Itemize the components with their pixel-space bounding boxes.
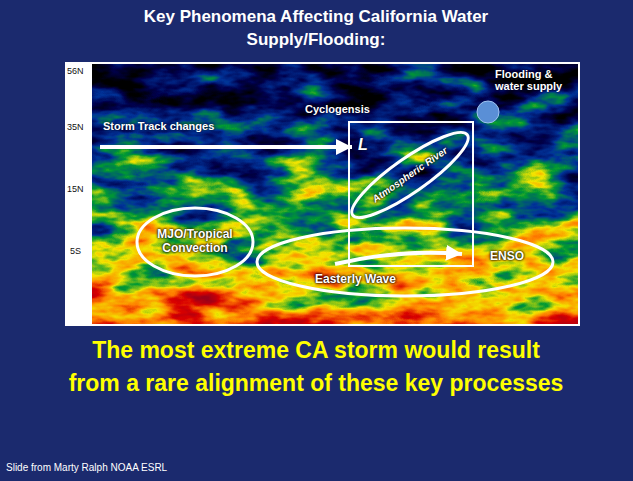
impact-label: Flooding & water supply <box>495 68 577 92</box>
ellipse-outline <box>343 121 477 229</box>
slide-title: Key Phenomena Affecting California Water… <box>141 6 491 52</box>
storm-track-arrow <box>100 145 352 149</box>
ellipse-outline <box>257 228 553 296</box>
tropical-band-ellipse: Easterly Wave ENSO <box>257 228 553 296</box>
region-label: Easterly Wave <box>315 273 396 287</box>
easterly-wave-arrow <box>335 253 462 264</box>
map-frame <box>65 62 580 326</box>
conclusion-text: The most extreme CA storm would result f… <box>66 334 566 401</box>
region-label: ENSO <box>490 250 524 264</box>
low-pressure-symbol: L <box>358 135 368 154</box>
process-label: Storm Track changes <box>103 120 214 133</box>
latitude-label: 15N <box>67 184 84 195</box>
latitude-label: 5S <box>70 246 81 257</box>
california-marker <box>477 101 499 123</box>
satellite-imagery <box>92 64 578 324</box>
latitude-label: 35N <box>67 122 84 133</box>
source-note: Slide from Marty Ralph NOAA ESRL <box>6 462 167 474</box>
process-label: Cyclogensis <box>305 103 370 116</box>
mjo-ellipse: MJO/Tropical Convection <box>137 208 253 276</box>
region-label: MJO/Tropical Convection <box>150 228 240 256</box>
latitude-label: 56N <box>67 66 84 77</box>
ellipse-outline <box>137 208 253 276</box>
